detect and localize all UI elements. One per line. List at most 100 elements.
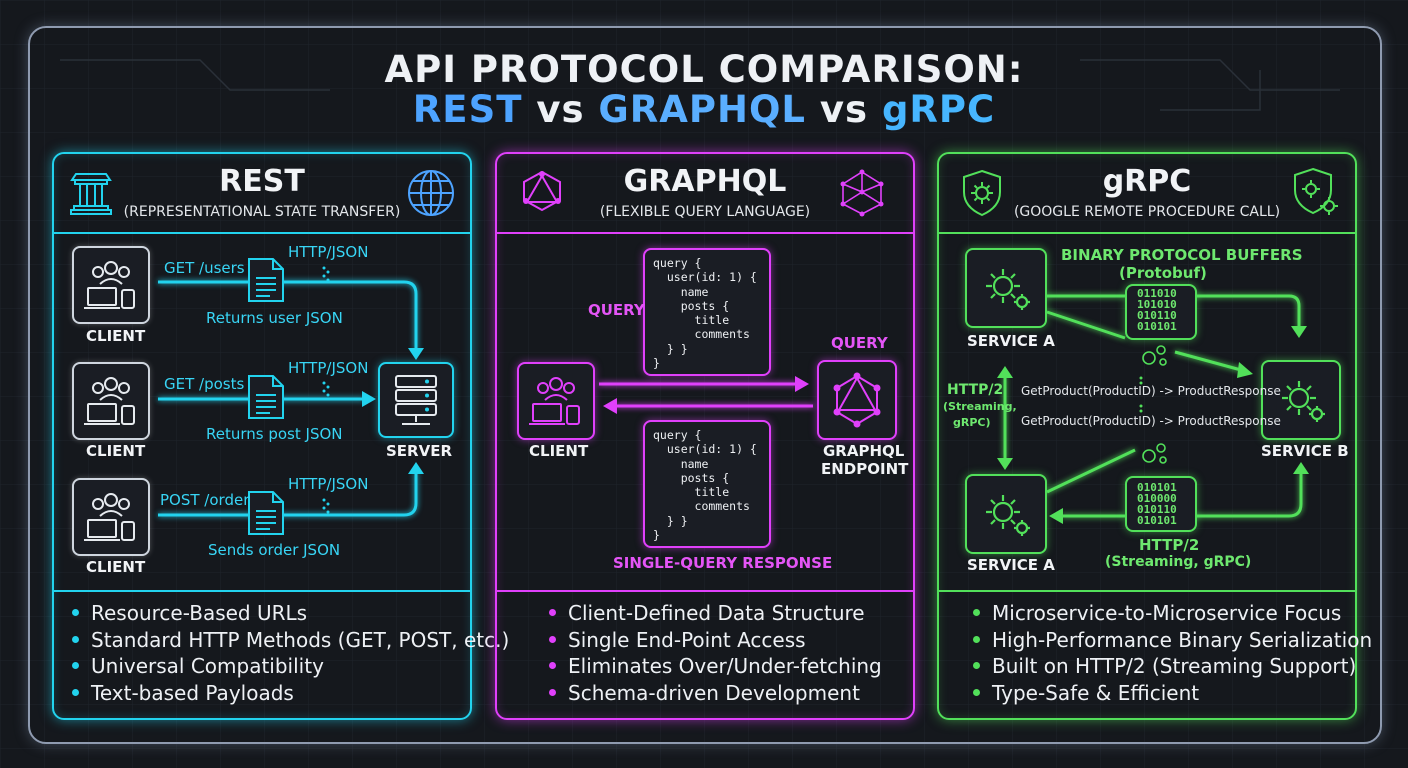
grpc-binary-box-bottom	[1125, 476, 1197, 532]
graphql-header-divider	[497, 232, 913, 234]
graphql-client-label: CLIENT	[529, 442, 589, 460]
rest-transport-3: HTTP/JSON	[288, 475, 369, 493]
users-icon	[84, 377, 135, 425]
page-subtitle: REST vs GRAPHQL vs gRPC	[0, 88, 1408, 131]
grpc-http2-left-2: (Streaming,	[943, 400, 1017, 413]
graphql-query-label-left: QUERY	[588, 301, 645, 319]
list-item: Schema-driven Development	[549, 680, 882, 707]
rest-header-divider	[54, 232, 470, 234]
document-icon	[248, 375, 284, 419]
list-item: Text-based Payloads	[72, 680, 509, 707]
grpc-bullets-divider	[939, 590, 1355, 592]
title-vs-2: vs	[819, 88, 869, 131]
document-icon	[248, 258, 284, 302]
rest-title: REST	[219, 164, 305, 199]
rest-client-label-3: CLIENT	[86, 558, 146, 576]
grpc-binary-box-top	[1125, 284, 1197, 340]
grpc-panel: gRPC (GOOGLE REMOTE PROCEDURE CALL) BINA…	[937, 152, 1372, 720]
grpc-http2-bottom-2: (Streaming, gRPC)	[1105, 554, 1252, 570]
grpc-http2-bottom-1: HTTP/2	[1139, 536, 1200, 554]
graphql-response-code-box	[643, 420, 771, 548]
graphql-title: GRAPHQL	[623, 164, 787, 199]
list-item: High-Performance Binary Serialization	[973, 627, 1372, 654]
pillar-icon	[70, 173, 112, 215]
rest-panel: REST (REPRESENTATIONAL STATE TRANSFER) C…	[52, 152, 509, 720]
grpc-rpc-call-1: GetProduct(ProductID) -> ProductResponse	[1021, 384, 1281, 398]
list-item: Standard HTTP Methods (GET, POST, etc.)	[72, 627, 509, 654]
graphql-feature-list: Client-Defined Data Structure Single End…	[549, 600, 882, 706]
shield-gears-icon	[1294, 167, 1338, 215]
grpc-service-a-bottom-box	[965, 474, 1047, 554]
rest-server-box	[378, 362, 454, 438]
shield-gear-icon	[963, 169, 1001, 217]
rest-subtitle: (REPRESENTATIONAL STATE TRANSFER)	[123, 204, 401, 220]
grpc-header-divider	[939, 232, 1355, 234]
rest-request-1: GET /users	[164, 259, 245, 277]
users-icon	[529, 377, 580, 425]
rest-client-label-1: CLIENT	[86, 327, 146, 345]
rest-response-3: Sends order JSON	[208, 541, 341, 559]
grpc-service-a-top-box	[965, 248, 1047, 328]
grpc-service-a-top-label: SERVICE A	[967, 332, 1055, 350]
list-item: Client-Defined Data Structure	[549, 600, 882, 627]
grpc-connectors	[997, 294, 1309, 524]
graph-network-icon	[840, 169, 884, 217]
rest-transport-1: HTTP/JSON	[288, 243, 369, 261]
globe-icon	[408, 170, 454, 216]
title-vs-1: vs	[536, 88, 585, 131]
document-icon	[248, 491, 284, 535]
gear-icon	[986, 495, 1030, 536]
graphql-query-code-box	[643, 248, 771, 376]
graphql-query-code: query { user(id: 1) { name posts { title…	[653, 256, 757, 371]
rest-client-box-3	[72, 478, 150, 556]
graphql-client-box	[517, 362, 595, 440]
grpc-service-a-bottom-label: SERVICE A	[967, 556, 1055, 574]
rest-client-label-2: CLIENT	[86, 442, 146, 460]
rest-request-2: GET /posts	[164, 375, 245, 393]
server-icon	[395, 375, 437, 425]
grpc-feature-list: Microservice-to-Microservice Focus High-…	[973, 600, 1372, 706]
title-grpc: gRPC	[881, 88, 996, 131]
grpc-rpc-call-2: GetProduct(ProductID) -> ProductResponse	[1021, 414, 1281, 428]
rest-client-box-1	[72, 246, 150, 324]
graphql-panel: GRAPHQL (FLEXIBLE QUERY LANGUAGE) query …	[495, 152, 915, 720]
graphql-response-label: SINGLE-QUERY RESPONSE	[613, 554, 833, 572]
rest-client-box-2	[72, 362, 150, 440]
rest-response-1: Returns user JSON	[206, 309, 343, 327]
grpc-protobuf-label-1: BINARY PROTOCOL BUFFERS	[1061, 246, 1303, 264]
rest-feature-list: Resource-Based URLs Standard HTTP Method…	[72, 600, 509, 706]
graph-triangle-icon	[523, 170, 561, 212]
page-title: API PROTOCOL COMPARISON:	[384, 48, 1024, 91]
grpc-binary-top: 011010 101010 010110 010101	[1137, 287, 1177, 333]
rest-request-3: POST /order	[160, 491, 250, 509]
list-item: Built on HTTP/2 (Streaming Support)	[973, 653, 1372, 680]
users-icon	[84, 493, 135, 541]
grpc-subtitle: (GOOGLE REMOTE PROCEDURE CALL)	[1013, 204, 1281, 220]
title-graphql: GRAPHQL	[598, 88, 806, 131]
graphql-connectors	[599, 376, 813, 414]
graphql-bullets-divider	[497, 590, 913, 592]
rest-transport-2: HTTP/JSON	[288, 359, 369, 377]
gear-icon	[1282, 381, 1325, 422]
graphql-endpoint-box	[817, 360, 897, 440]
graphql-logo-icon	[833, 372, 881, 428]
list-item: Single End-Point Access	[549, 627, 882, 654]
graphql-endpoint-label-2: ENDPOINT	[821, 460, 909, 478]
grpc-service-b-label: SERVICE B	[1261, 442, 1349, 460]
grpc-binary-bottom: 010101 010000 010110 010101	[1137, 481, 1177, 527]
rest-server-label: SERVER	[386, 442, 453, 460]
grpc-http2-left-3: gRPC)	[953, 416, 991, 429]
users-icon	[84, 261, 135, 309]
list-item: Microservice-to-Microservice Focus	[973, 600, 1372, 627]
grpc-title: gRPC	[1102, 164, 1192, 199]
list-item: Type-Safe & Efficient	[973, 680, 1372, 707]
outer-frame	[28, 26, 1382, 744]
title-rest: REST	[412, 88, 523, 131]
grpc-http2-left-1: HTTP/2	[947, 382, 1004, 398]
rest-response-2: Returns post JSON	[206, 425, 343, 443]
list-item: Resource-Based URLs	[72, 600, 509, 627]
grpc-service-b-box	[1261, 360, 1341, 440]
graphql-response-code: query { user(id: 1) { name posts { title…	[653, 428, 757, 543]
graphql-subtitle: (FLEXIBLE QUERY LANGUAGE)	[599, 204, 811, 220]
list-item: Eliminates Over/Under-fetching	[549, 653, 882, 680]
